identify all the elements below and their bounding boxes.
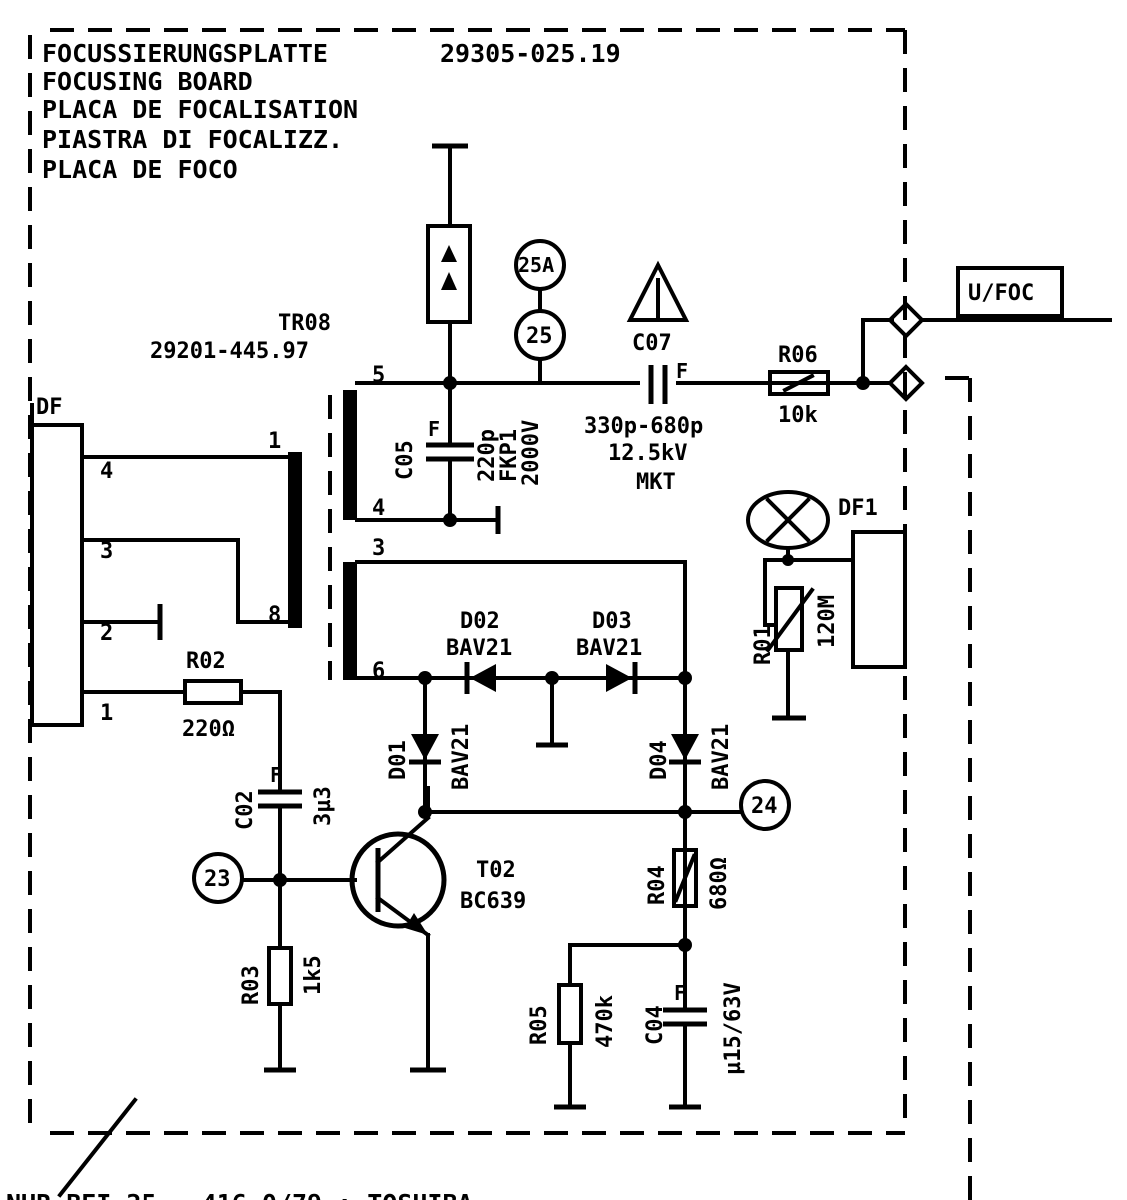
c05-value3: 2000V [519,420,544,486]
c02-value: 3µ3 [311,786,336,826]
r02-value: 220Ω [182,717,235,742]
d04-ref: D04 [647,740,672,780]
primary-network: F C05 220p FKP1 2000V [355,143,862,534]
df-pin-3: 3 [100,539,113,564]
capacitor-c07: C07 F 330p-680p 12.5kV MKT [584,260,703,495]
t02-value: BC639 [460,889,526,914]
r06-ref: R06 [778,343,818,368]
board-title-block: FOCUSSIERUNGSPLATTE 29305-025.19 FOCUSIN… [42,39,621,184]
board-title-es: PLACA DE FOCO [42,155,238,184]
board-part-number: 29305-025.19 [440,39,621,68]
c02-type: F [270,763,282,787]
board-title-it: PIASTRA DI FOCALIZZ. [42,125,343,154]
df-pin-4: 4 [100,459,113,484]
footnote: NUR BEI 25 - 416.0/79 : TOSHIBA [6,1189,473,1200]
c04-type: F [674,981,686,1005]
t02-ref: T02 [476,858,516,883]
d04-value: BAV21 [709,724,734,790]
tp23-label: 23 [204,867,231,892]
tr08-part-number: 29201-445.97 [150,339,309,364]
d03-ref: D03 [592,609,632,634]
c04-ref: C04 [643,1005,668,1045]
c07-type: F [676,359,688,383]
test-points-25: 25A 25 [514,239,566,385]
df-wiring [80,455,290,694]
r03-value: 1k5 [301,955,326,995]
test-point-23: 23 [192,852,357,904]
c04-value: µ15/63V [721,982,746,1075]
r05-ref: R05 [527,1005,552,1045]
tr08-pin-6: 6 [372,659,385,684]
transistor-t02: T02 BC639 [349,786,526,1073]
tr08-ref: TR08 [278,311,331,336]
c07-value1: 330p-680p [584,414,703,439]
board-title-de: FOCUSSIERUNGSPLATTE [42,39,328,68]
r06-value: 10k [778,403,818,428]
d01-value: BAV21 [449,724,474,790]
tr08-pin-8: 8 [268,603,281,628]
transformer-tr08: TR08 29201-445.97 5 4 3 6 1 8 [150,311,385,684]
tr08-pin-4: 4 [372,496,385,521]
r01-value: 120M [815,595,840,648]
output-connector: U/FOC [861,266,1112,402]
capacitor-c02: F C02 3µ3 [233,763,336,882]
board-title-en: FOCUSING BOARD [42,67,253,96]
tr08-pin-3: 3 [372,536,385,561]
r01-ref: R01 [751,625,776,665]
resistor-r02: R02 220Ω [182,649,282,792]
board-title-fr: PLACA DE FOCALISATION [42,95,358,124]
df-connector: DF 4 3 2 1 [30,395,113,727]
d03-value: BAV21 [576,636,642,661]
rectifier-network: D02 BAV21 D03 BAV21 D01 BAV21 D04 BAV21 … [355,560,791,942]
c07-ref: C07 [632,331,672,356]
c02-ref: C02 [233,790,258,830]
tp25-label: 25 [526,324,553,349]
df-pin-1: 1 [100,701,113,726]
r04-ref: R04 [645,865,670,905]
r05-value: 470k [593,995,618,1048]
r03-ref: R03 [239,965,264,1005]
c05-type: F [428,417,440,441]
u-foc-label: U/FOC [968,281,1034,306]
d02-value: BAV21 [446,636,512,661]
df1-ref: DF1 [838,496,878,521]
df-pin-2: 2 [100,621,113,646]
df-label: DF [36,395,63,420]
c05-value2: FKP1 [497,429,522,482]
r04-value: 680Ω [707,857,732,910]
resistor-r06: R06 10k [768,343,870,428]
tp24-label: 24 [751,794,778,819]
tp25a-label: 25A [518,253,554,277]
d01-ref: D01 [386,740,411,780]
c05-ref: C05 [393,440,418,480]
tr08-pin-1: 1 [268,429,281,454]
r02-ref: R02 [186,649,226,674]
c07-value3: MKT [636,470,676,495]
c07-value2: 12.5kV [608,441,687,466]
collector-network: R04 680Ω R05 470k F C04 µ15/63V [527,848,746,1110]
c05-value1: 220p [475,429,500,482]
df1-network: DF1 R01 120M [746,490,907,721]
d02-ref: D02 [460,609,500,634]
resistor-r03: R03 1k5 [239,878,326,1073]
